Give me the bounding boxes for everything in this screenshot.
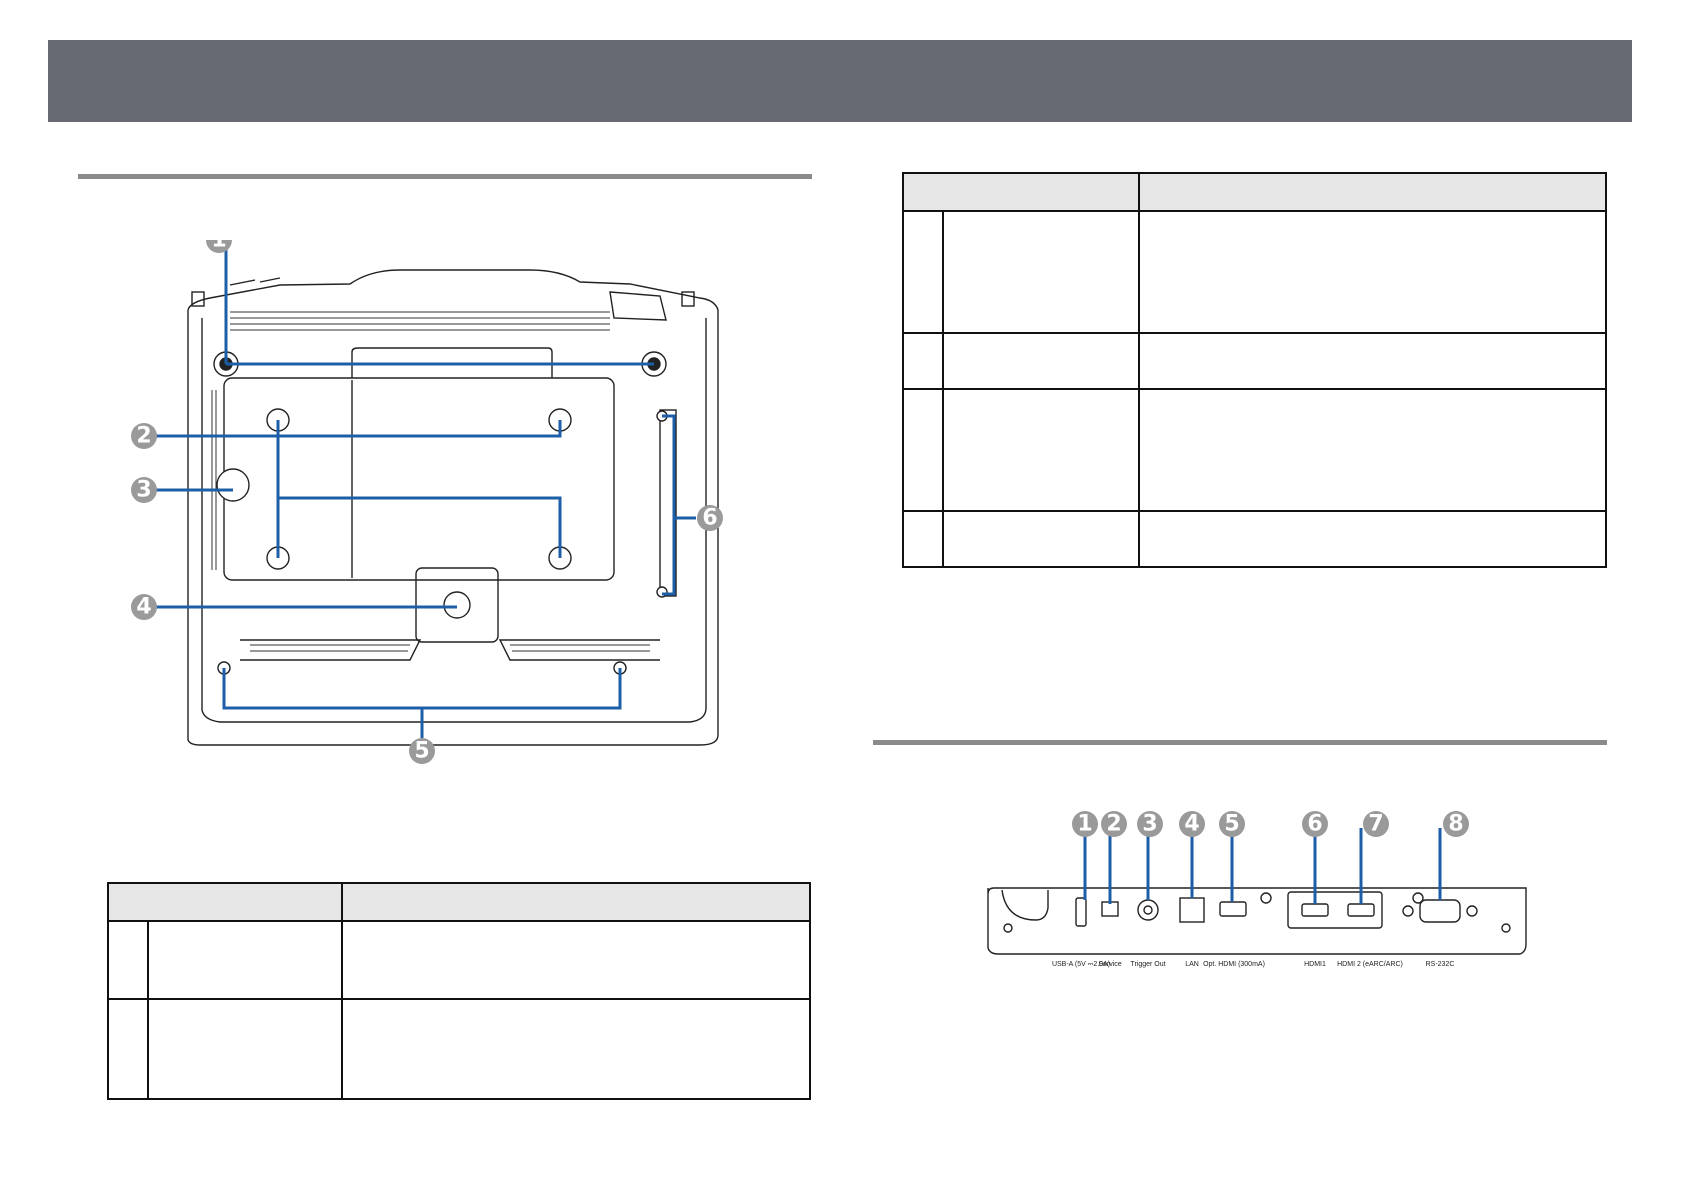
svg-text:4: 4 — [1184, 812, 1199, 837]
svg-text:8: 8 — [1448, 812, 1463, 837]
lan-port — [1179, 897, 1205, 923]
interface-callout-6: 6 — [1302, 811, 1328, 837]
port-label-opt-hdmi: Opt. HDMI (300mA) — [1203, 961, 1265, 968]
svg-text:2: 2 — [136, 424, 151, 449]
port-label-service: Service — [1098, 961, 1121, 968]
rs232c-port — [1419, 899, 1461, 923]
svg-text:1: 1 — [1077, 812, 1092, 837]
svg-text:5: 5 — [414, 739, 429, 764]
interface-callout-7: 7 — [1363, 811, 1389, 837]
interface-callout-4: 4 — [1179, 811, 1205, 837]
interface-callout-2: 2 — [1101, 811, 1127, 837]
table-header-row — [902, 172, 1607, 212]
table-row — [902, 210, 1607, 334]
svg-text:7: 7 — [1368, 812, 1383, 837]
svg-text:5: 5 — [1224, 812, 1239, 837]
table-row — [902, 332, 1607, 390]
interface-callout-8: 8 — [1443, 811, 1469, 837]
port-label-trigger-out: Trigger Out — [1130, 961, 1165, 968]
underside-callout-4: 4 — [131, 594, 157, 620]
svg-text:3: 3 — [1142, 812, 1157, 837]
underside-callout-2: 2 — [131, 423, 157, 449]
underside-parts-table-continued — [902, 172, 1607, 568]
underside-callout-3: 3 — [131, 477, 157, 503]
svg-text:6: 6 — [1307, 812, 1322, 837]
port-label-hdmi1: HDMI1 — [1304, 961, 1326, 968]
section-rule-right — [873, 740, 1607, 745]
hdmi2-port — [1347, 903, 1375, 917]
table-row — [107, 998, 811, 1100]
svg-text:3: 3 — [136, 478, 151, 503]
table-row — [107, 920, 811, 1000]
table-row — [902, 388, 1607, 512]
interface-callout-1: 1 — [1072, 811, 1098, 837]
projector-underside-illustration: 1 2 3 4 5 6 — [131, 240, 723, 764]
port-label-hdmi2: HDMI 2 (eARC/ARC) — [1337, 961, 1403, 968]
underside-callout-1: 1 — [206, 240, 232, 253]
service-port — [1101, 901, 1119, 917]
svg-text:4: 4 — [136, 595, 151, 620]
section-rule-left — [78, 174, 812, 179]
underside-parts-table — [107, 882, 811, 1100]
svg-text:6: 6 — [702, 506, 717, 531]
port-label-usb-a: USB-A (5V ⎓2.0A) — [1052, 961, 1110, 968]
port-label-rs232c: RS-232C — [1426, 961, 1455, 968]
table-row — [902, 510, 1607, 568]
table-header-row — [107, 882, 811, 922]
interface-callout-3: 3 — [1137, 811, 1163, 837]
header-bar — [48, 40, 1632, 122]
port-label-lan: LAN — [1185, 961, 1199, 968]
hdmi1-port — [1301, 903, 1329, 917]
svg-text:1: 1 — [211, 240, 226, 253]
interface-ports-illustration: 1 2 3 4 5 6 7 8 USB-A (5V ⎓2.0A) Service… — [987, 811, 1527, 968]
opt-hdmi-port — [1219, 901, 1247, 917]
usb-a-port — [1075, 897, 1087, 927]
underside-callout-5: 5 — [409, 738, 435, 764]
svg-text:2: 2 — [1106, 812, 1121, 837]
interface-callout-5: 5 — [1219, 811, 1245, 837]
underside-callout-6: 6 — [697, 505, 723, 531]
